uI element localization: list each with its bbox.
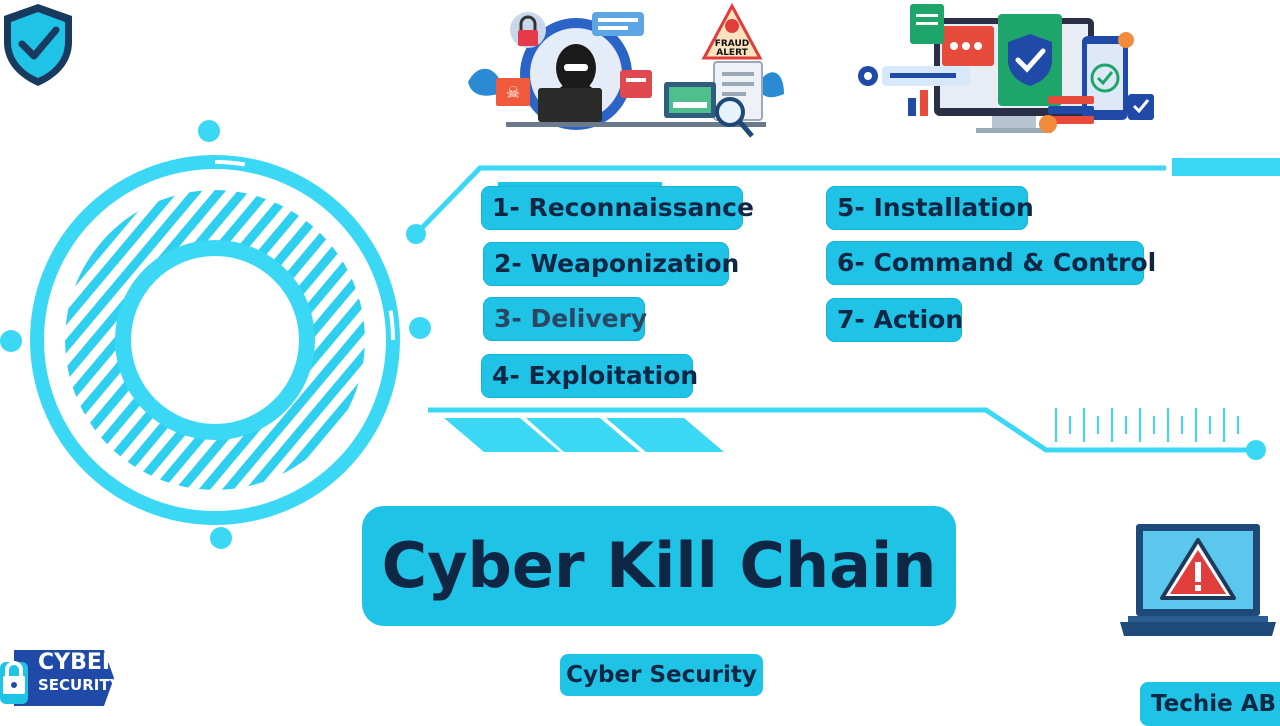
badge-line1: CYBER [38, 650, 119, 675]
subtitle-label: Cyber Security [560, 654, 763, 696]
fraud-alert-text-2: ALERT [716, 48, 748, 58]
fraud-alert-text: FRAUD [715, 39, 750, 49]
cyber-security-badge [0, 650, 114, 706]
hud-ring-graphic [0, 120, 431, 549]
step-delivery: 3- Delivery [483, 297, 647, 341]
shield-check-icon [4, 4, 72, 86]
badge-line2: SECURITY [38, 676, 121, 694]
step-exploitation: 4- Exploitation [481, 354, 698, 398]
brand-label: Techie AB [1140, 682, 1280, 726]
step-command-control: 6- Command & Control [826, 241, 1156, 285]
step-installation: 5- Installation [826, 186, 1034, 230]
svg-text:☠: ☠ [506, 83, 520, 102]
step-weaponization: 2- Weaponization [483, 242, 739, 286]
security-devices-illustration [858, 4, 1154, 133]
step-action: 7- Action [826, 298, 963, 342]
step-reconnaissance: 1- Reconnaissance [481, 186, 754, 230]
page-title: Cyber Kill Chain [362, 506, 956, 626]
badge-label: CYBER SECURITY [38, 650, 121, 696]
warning-laptop-icon [1120, 524, 1276, 636]
hacker-illustration: ☠ FRAUD ALERT [468, 2, 784, 138]
